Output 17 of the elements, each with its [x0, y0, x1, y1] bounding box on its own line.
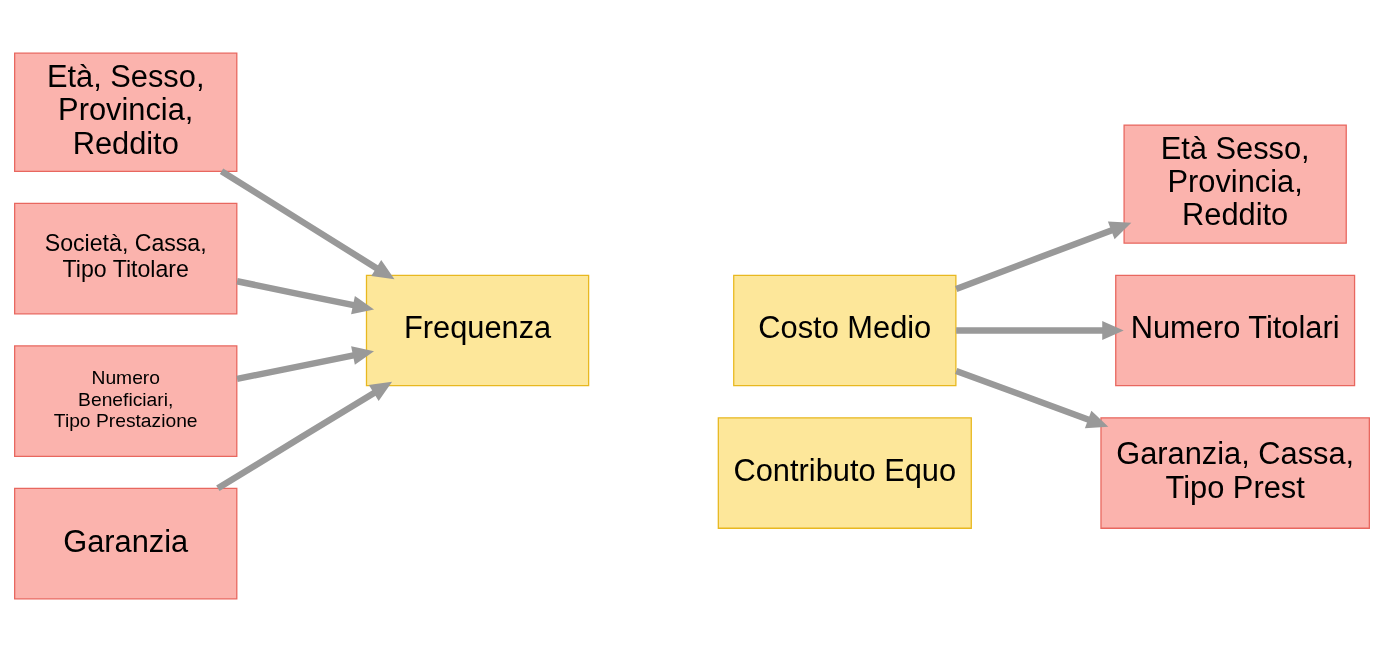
- arrow: [215, 381, 392, 491]
- node-box: Garanzia: [13, 487, 237, 599]
- arrow: [235, 277, 374, 314]
- node-box: Età, Sesso, Provincia, Reddito: [13, 52, 237, 172]
- arrow: [955, 320, 1124, 340]
- arrow: [954, 367, 1108, 428]
- arrow: [235, 345, 374, 382]
- node-box: Garanzia, Cassa, Tipo Prest: [1099, 416, 1370, 529]
- node-box: Contributo Equo: [717, 416, 972, 529]
- arrow: [954, 221, 1131, 292]
- node-box: Società, Cassa, Tipo Titolare: [13, 202, 237, 314]
- node-box: Numero Beneficiari, Tipo Prestazione: [13, 344, 237, 457]
- node-box: Numero Titolari: [1114, 274, 1355, 386]
- node-box: Età Sesso, Provincia, Reddito: [1122, 123, 1347, 244]
- node-box: Costo Medio: [732, 274, 956, 386]
- arrow: [219, 168, 394, 279]
- node-box: Frequenza: [365, 274, 589, 386]
